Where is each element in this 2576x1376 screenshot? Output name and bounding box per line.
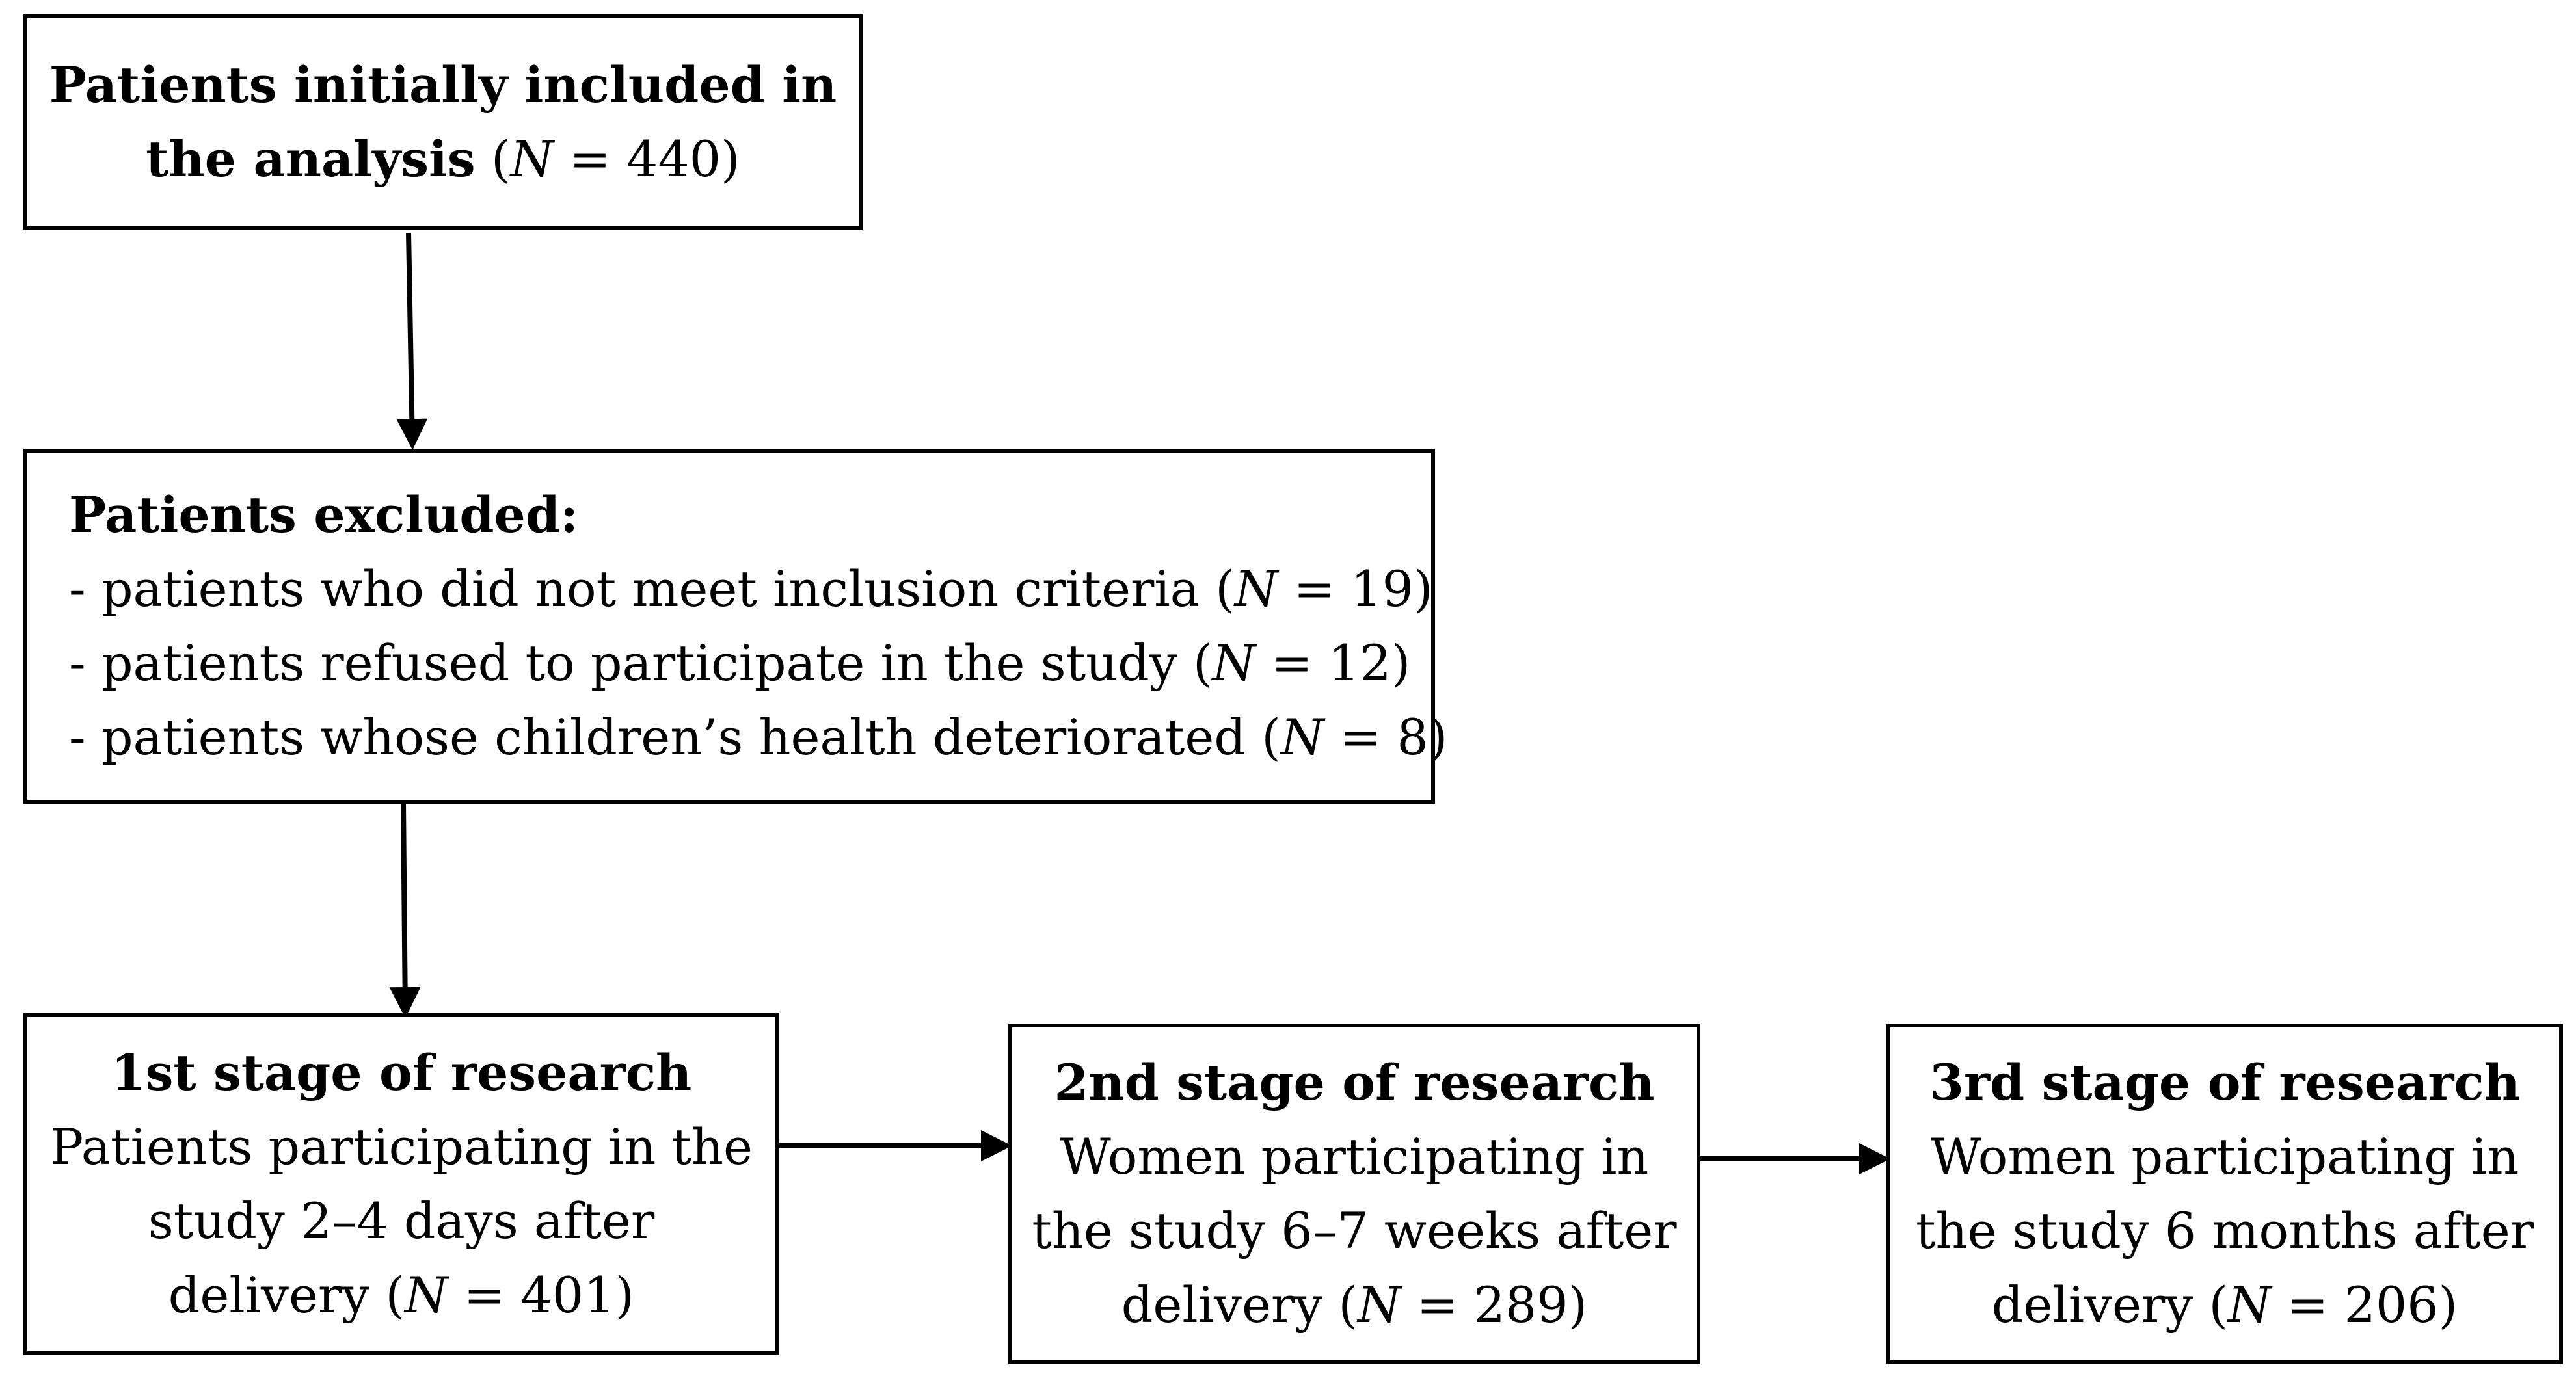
stage3-n-symbol: N xyxy=(2228,1276,2272,1334)
stage1-line3: delivery (N = 401) xyxy=(168,1258,634,1332)
box-stage-1: 1st stage of research Patients participa… xyxy=(23,1013,779,1355)
excluded-item-inclusion-criteria: - patients who did not meet inclusion cr… xyxy=(69,552,1433,626)
stage2-count: = 289) xyxy=(1401,1276,1588,1334)
box-patients-excluded: Patients excluded: - patients who did no… xyxy=(23,449,1447,804)
initial-line1: Patients initially included in xyxy=(49,56,837,114)
stage1-line1: Patients participating in the xyxy=(50,1118,753,1176)
stage1-title: 1st stage of research xyxy=(111,1044,692,1102)
initial-line2-bold: the analysis xyxy=(146,130,476,188)
box-stage-2: 2nd stage of research Women participatin… xyxy=(1008,1024,1700,1364)
excluded-item-text: - patients refused to participate in the… xyxy=(69,634,1213,692)
excluded-heading: Patients excluded: xyxy=(69,486,579,544)
stage2-n-symbol: N xyxy=(1358,1276,1401,1334)
arrow-excluded-to-stage1 xyxy=(389,803,421,1018)
stage2-line3-pre: delivery ( xyxy=(1121,1276,1358,1334)
stage2-line2: the study 6–7 weeks after xyxy=(1032,1202,1677,1260)
stage1-n-symbol: N xyxy=(405,1266,448,1324)
stage3-line2: the study 6 months after xyxy=(1915,1202,2534,1260)
box-stage-3: 3rd stage of research Women participatin… xyxy=(1886,1024,2563,1364)
excluded-item-children-health: - patients whose children’s health deter… xyxy=(69,700,1447,774)
stage2-line3: delivery (N = 289) xyxy=(1121,1268,1587,1342)
box-initially-included: Patients initially included in the analy… xyxy=(23,14,863,230)
initial-n-symbol: N xyxy=(510,130,554,188)
arrow-initial-to-excluded xyxy=(396,232,428,450)
stage3-count: = 206) xyxy=(2271,1276,2458,1334)
excluded-item-count: = 19) xyxy=(1278,560,1433,618)
stage1-line2: study 2–4 days after xyxy=(148,1192,655,1250)
excluded-item-n-symbol: N xyxy=(1234,560,1278,618)
stage3-line3-pre: delivery ( xyxy=(1991,1276,2228,1334)
stage3-line3: delivery (N = 206) xyxy=(1992,1268,2458,1342)
stage1-count: = 401) xyxy=(448,1266,635,1324)
initial-count: = 440) xyxy=(554,130,740,188)
excluded-item-text: - patients who did not meet inclusion cr… xyxy=(69,560,1235,618)
initial-line2-open: ( xyxy=(475,130,511,188)
excluded-item-count: = 12) xyxy=(1255,634,1411,692)
initial-line2: the analysis (N = 440) xyxy=(146,122,740,196)
stage1-line3-pre: delivery ( xyxy=(168,1266,405,1324)
excluded-item-count: = 8) xyxy=(1324,708,1448,766)
stage2-line1: Women participating in xyxy=(1060,1128,1649,1185)
excluded-item-text: - patients whose children’s health deter… xyxy=(69,708,1281,766)
excluded-item-n-symbol: N xyxy=(1280,708,1324,766)
stage3-line1: Women participating in xyxy=(1930,1128,2519,1185)
stage3-title: 3rd stage of research xyxy=(1929,1053,2520,1111)
excluded-item-n-symbol: N xyxy=(1212,634,1255,692)
stage2-title: 2nd stage of research xyxy=(1054,1053,1655,1111)
excluded-item-refused: - patients refused to participate in the… xyxy=(69,626,1410,700)
